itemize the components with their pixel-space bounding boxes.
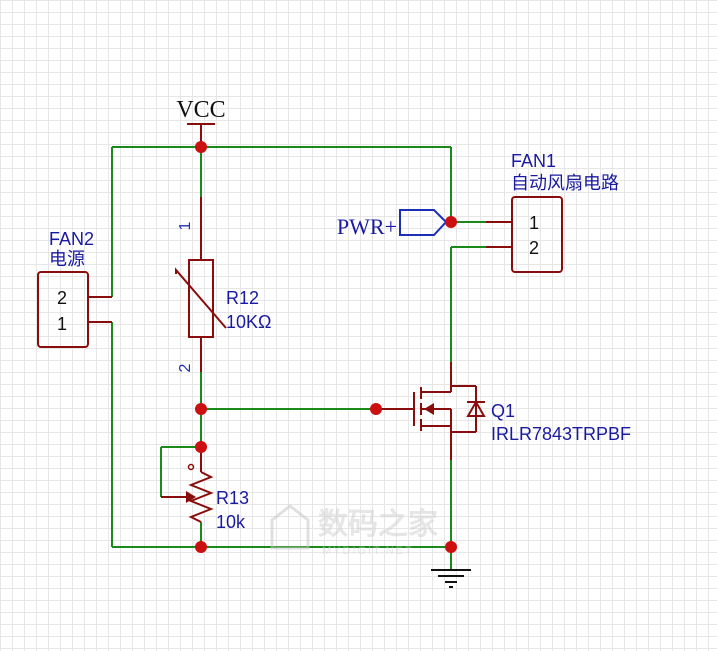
fan1-connector: 1 2 FAN1 自动风扇电路 bbox=[486, 151, 619, 273]
r12-pin-2: 2 bbox=[177, 363, 194, 372]
r12-value: 10KΩ bbox=[226, 312, 271, 332]
q1-part: IRLR7843TRPBF bbox=[491, 424, 631, 444]
fan2-name: 电源 bbox=[49, 249, 85, 269]
fan1-designator: FAN1 bbox=[511, 151, 556, 171]
fan2-connector: 2 1 FAN2 电源 bbox=[37, 229, 112, 348]
r13-potentiometer: R13 10k bbox=[161, 447, 249, 532]
pwr-net-flag: PWR+ bbox=[337, 209, 451, 239]
q1-mosfet: Q1 IRLR7843TRPBF bbox=[376, 362, 631, 460]
fan2-designator: FAN2 bbox=[49, 229, 94, 249]
watermark: 数码之家 MYDIGIT.NET bbox=[270, 504, 438, 557]
vcc-label: VCC bbox=[176, 97, 225, 123]
q1-designator: Q1 bbox=[491, 401, 515, 421]
junction-dot bbox=[370, 403, 382, 415]
watermark-sub: MYDIGIT.NET bbox=[322, 545, 414, 557]
fan2-pin-1: 1 bbox=[57, 314, 67, 334]
r12-pin-1: 1 bbox=[177, 221, 194, 230]
junction-dot bbox=[195, 541, 207, 553]
junctions bbox=[195, 141, 457, 553]
r13-designator: R13 bbox=[216, 488, 249, 508]
pwr-net-label: PWR+ bbox=[337, 214, 397, 239]
fan2-pin-2: 2 bbox=[57, 288, 67, 308]
junction-dot bbox=[445, 216, 457, 228]
watermark-text: 数码之家 bbox=[318, 507, 438, 541]
junction-dot bbox=[195, 441, 207, 453]
fan1-pin-1: 1 bbox=[529, 213, 539, 233]
fan1-name: 自动风扇电路 bbox=[511, 173, 619, 193]
r12-thermistor: 1 2 R12 10KΩ bbox=[175, 197, 271, 372]
r13-value: 10k bbox=[216, 512, 246, 532]
fan1-pin-2: 2 bbox=[529, 238, 539, 258]
junction-dot bbox=[195, 141, 207, 153]
vcc-symbol: VCC bbox=[176, 97, 226, 147]
ground-symbol bbox=[431, 569, 471, 588]
junction-dot bbox=[445, 541, 457, 553]
r12-designator: R12 bbox=[226, 288, 259, 308]
junction-dot bbox=[195, 403, 207, 415]
